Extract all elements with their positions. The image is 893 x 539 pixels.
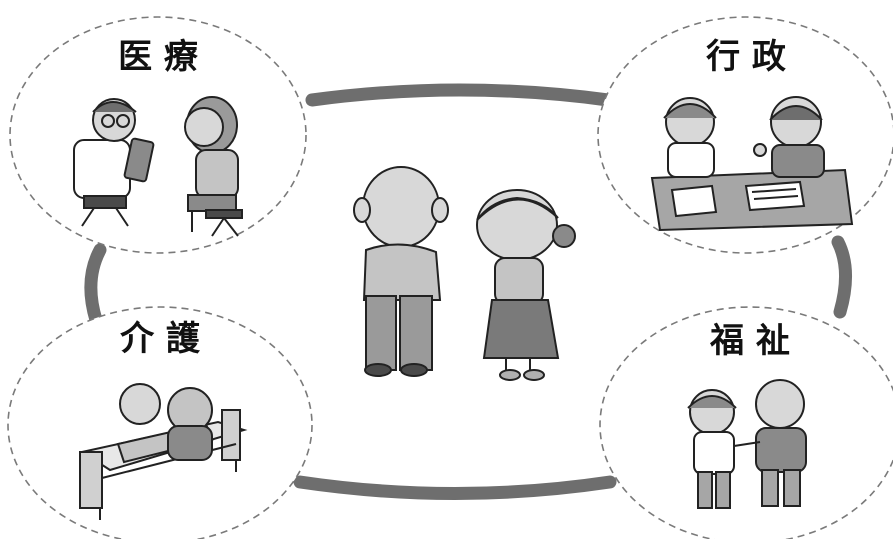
ring-arc-left	[84, 243, 107, 327]
ring-arc-right	[831, 235, 853, 319]
desk-consultation-illustration	[650, 96, 854, 232]
node-medical-label: 医 療	[118, 37, 199, 77]
node-care: 介 護	[7, 306, 313, 539]
node-welfare-label: 福 祉	[709, 321, 790, 361]
node-administration: 行 政	[597, 16, 893, 254]
walking-support-illustration	[687, 379, 807, 509]
bed-care-illustration	[79, 383, 248, 520]
elderly-couple-illustration	[353, 166, 576, 381]
node-administration-label: 行 政	[706, 37, 786, 77]
doctor-and-patient-illustration	[73, 96, 243, 237]
ring-arc-top	[305, 83, 615, 107]
ring-arc-bottom	[293, 475, 617, 500]
node-care-label: 介 護	[120, 319, 201, 359]
elderly-man-figure	[353, 166, 449, 377]
node-medical: 医 療	[9, 16, 307, 254]
elderly-woman-figure	[476, 189, 576, 381]
connecting-ring	[84, 83, 853, 500]
node-welfare: 福 祉	[599, 306, 893, 539]
node-welfare-border	[599, 306, 893, 539]
